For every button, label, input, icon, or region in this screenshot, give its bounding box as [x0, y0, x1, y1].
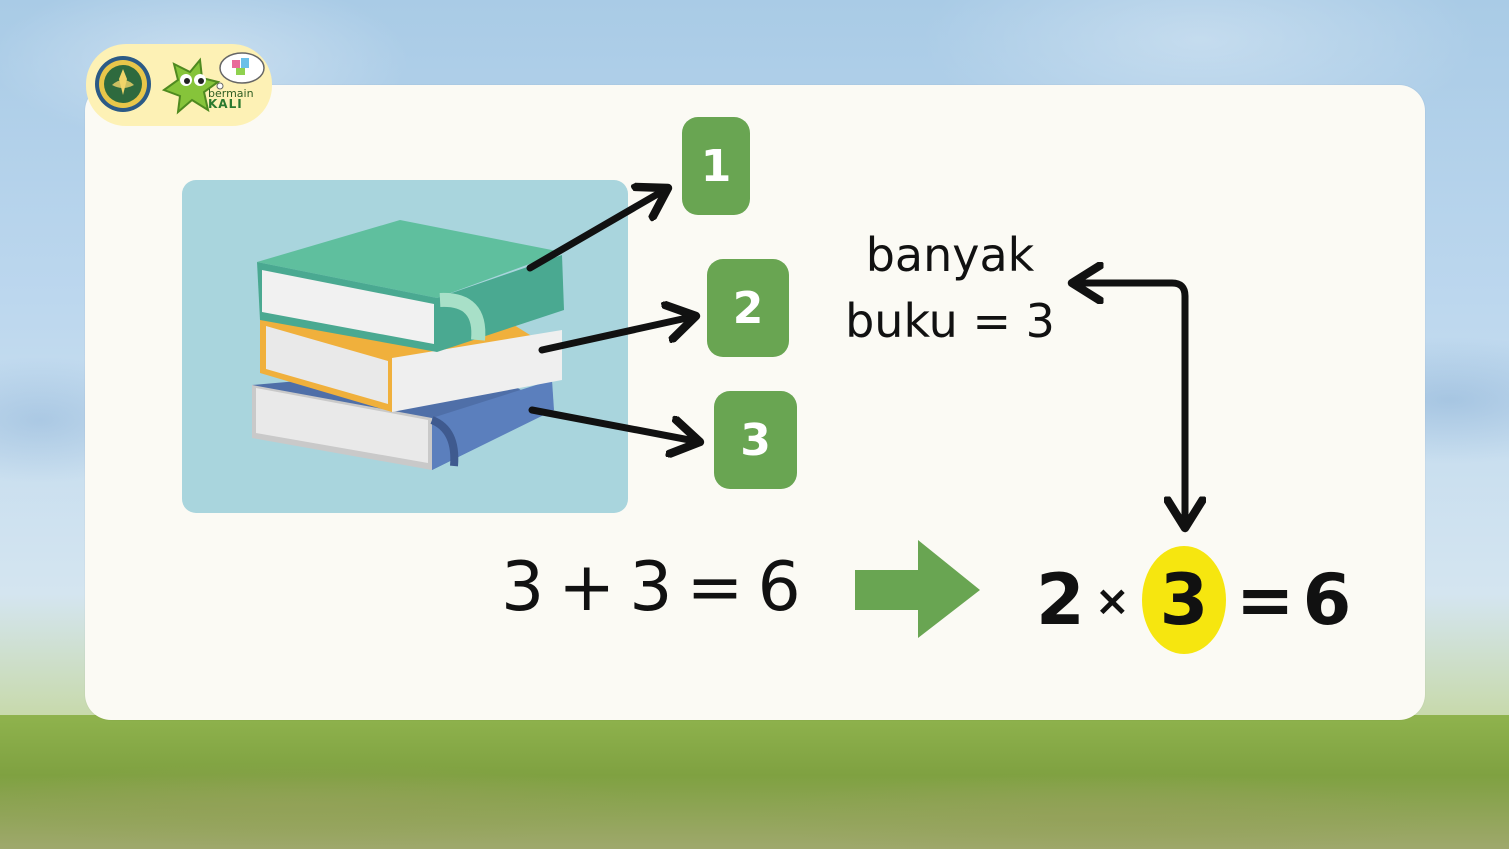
plus-sign: +	[558, 548, 618, 627]
badge-1: 1	[682, 117, 750, 215]
count-label-line-2: buku = 3	[845, 294, 1055, 348]
book-count-label: banyak buku = 3	[840, 222, 1060, 354]
grass-background	[0, 715, 1509, 849]
emblem-icon	[95, 56, 151, 112]
mascot-icon	[161, 52, 265, 115]
brand-text: bermain KALI	[208, 88, 254, 110]
addition-equation: 3+3=6	[495, 548, 809, 627]
addend-a: 3	[501, 548, 547, 627]
multiplication-equation: 2 × 3 = 6	[1036, 546, 1351, 654]
logo-badge: bermain KALI	[86, 44, 272, 126]
count-label-line-1: banyak	[865, 228, 1035, 282]
times-sign: ×	[1094, 575, 1130, 625]
connector-arrow	[1072, 283, 1185, 528]
equals-sign: =	[1235, 559, 1295, 641]
highlighted-multiplicand: 3	[1141, 546, 1226, 654]
books-panel	[182, 180, 628, 513]
equals-sign: =	[686, 548, 746, 627]
arrow-to-badge-1	[526, 188, 668, 272]
books-stack-icon	[252, 220, 564, 470]
product-result: 6	[1302, 559, 1352, 641]
multiplier: 2	[1036, 559, 1085, 641]
badge-3: 3	[714, 391, 797, 489]
brand-line-1: bermain	[208, 87, 254, 100]
addend-b: 3	[629, 548, 675, 627]
brand-line-2: KALI	[208, 97, 243, 111]
sum-result: 6	[757, 548, 803, 627]
arrow-to-badge-3	[528, 406, 700, 442]
arrow-to-badge-2	[538, 316, 696, 354]
right-arrow-icon	[855, 540, 980, 638]
badge-2: 2	[707, 259, 789, 357]
